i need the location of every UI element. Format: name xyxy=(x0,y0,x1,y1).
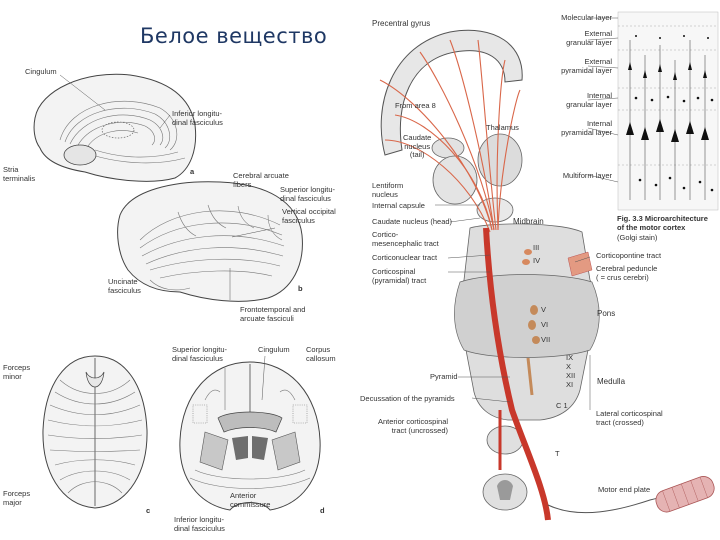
label-lentiform-nucleus: Lentiform nucleus xyxy=(372,181,404,199)
panel-c-letter: c xyxy=(146,506,151,515)
panel-a-letter: a xyxy=(190,167,195,176)
label-pons: Pons xyxy=(597,309,616,318)
label-precentral-gyrus: Precentral gyrus xyxy=(372,19,431,28)
cortex-layer-internal-granular: Internal granular layer xyxy=(566,91,612,109)
label-cingulum: Cingulum xyxy=(25,67,57,76)
motor-cortex-golgi-drawing xyxy=(617,11,719,211)
label-midbrain: Midbrain xyxy=(513,217,544,226)
label-inferior-longitudinal-fasciculus-d: Inferior longitu- dinal fasciculus xyxy=(174,515,225,533)
label-pyramid: Pyramid xyxy=(430,372,458,381)
label-vertical-occipital-fasciculus: Vertical occipital fasciculus xyxy=(282,207,336,225)
label-decussation-of-pyramids: Decussation of the pyramids xyxy=(360,394,455,403)
cortex-layer-molecular: Molecular layer xyxy=(561,13,612,22)
label-anterior-commissure: Anterior commissure xyxy=(230,491,271,509)
panel-d-letter: d xyxy=(320,506,325,515)
label-thalamus: Thalamus xyxy=(486,123,519,132)
label-caudate-nucleus-tail: Caudate nucleus (tail) xyxy=(403,133,432,159)
label-motor-end-plate: Motor end plate xyxy=(598,485,651,494)
cortex-layer-internal-pyramidal: Internal pyramidal layer xyxy=(561,119,612,137)
label-caudate-nucleus-head: Caudate nucleus (head) xyxy=(372,217,453,226)
figure-caption-subtitle: (Golgi stain) xyxy=(617,233,658,242)
pyramidal-tract-drawing xyxy=(379,29,715,521)
panel-d-brain-drawing xyxy=(179,361,321,511)
label-nerve-v: V xyxy=(541,305,547,314)
panel-b-letter: b xyxy=(298,284,303,293)
figure-caption-title: Fig. 3.3 Microarchitecture of the motor … xyxy=(617,214,708,232)
leader-lines xyxy=(59,17,619,410)
slide-title: Белое вещество xyxy=(140,24,328,48)
label-cortico-mesencephalic-tract: Cortico- mesencephalic tract xyxy=(372,230,439,248)
label-nerve-iv: IV xyxy=(533,256,541,265)
label-stria-terminalis: Stria terminalis xyxy=(3,165,36,183)
label-corticospinal-tract: Corticospinal (pyramidal) tract xyxy=(372,267,427,285)
label-inferior-longitudinal-fasciculus: Inferior longitu- dinal fasciculus xyxy=(172,109,223,127)
label-corpus-callosum: Corpus callosum xyxy=(306,345,336,363)
cortex-layer-external-pyramidal: External pyramidal layer xyxy=(561,57,612,75)
label-frontotemporal-arcuate-fasciculi: Frontotemporal and arcuate fasciculi xyxy=(240,305,306,323)
cortex-layer-multiform: Multiform layer xyxy=(562,171,612,180)
label-forceps-major: Forceps major xyxy=(3,489,31,507)
label-internal-capsule: Internal capsule xyxy=(372,201,425,210)
panel-a-brain-drawing xyxy=(33,73,197,182)
label-corticonuclear-tract: Corticonuclear tract xyxy=(372,253,438,262)
panel-c-brain-drawing xyxy=(42,355,148,509)
label-c1: C 1 xyxy=(556,401,568,410)
label-forceps-minor: Forceps minor xyxy=(3,363,31,381)
label-superior-longitudinal-fasciculus-d: Superior longitu- dinal fasciculus xyxy=(172,345,228,363)
label-nerve-vi: VI xyxy=(541,320,549,329)
label-corticopontine-tract: Corticopontine tract xyxy=(596,251,662,260)
label-uncinate-fasciculus: Uncinate fasciculus xyxy=(108,277,141,295)
panel-b-brain-drawing xyxy=(117,181,303,302)
label-t: T xyxy=(555,449,560,458)
label-anterior-corticospinal-tract: Anterior corticospinal tract (uncrossed) xyxy=(378,417,449,435)
label-nerve-xii: XII xyxy=(566,371,576,380)
cortex-layer-external-granular: External granular layer xyxy=(566,29,612,47)
label-nerve-xi: XI xyxy=(566,380,574,389)
label-cingulum-d: Cingulum xyxy=(258,345,290,354)
label-cerebral-arcuate-fibers: Cerebral arcuate fibers xyxy=(233,171,289,189)
label-nerve-vii: VII xyxy=(541,335,551,344)
label-superior-longitudinal-fasciculus: Superior longitu- dinal fasciculus xyxy=(280,185,336,203)
label-from-area-8: From area 8 xyxy=(395,101,436,110)
label-nerve-x: X xyxy=(566,362,572,371)
label-nerve-iii: III xyxy=(533,243,540,252)
label-medulla: Medulla xyxy=(597,377,626,386)
label-nerve-ix: IX xyxy=(566,353,574,362)
label-lateral-corticospinal-tract: Lateral corticospinal tract (crossed) xyxy=(596,409,663,427)
label-cerebral-peduncle: Cerebral peduncle ( = crus cerebri) xyxy=(596,264,658,282)
